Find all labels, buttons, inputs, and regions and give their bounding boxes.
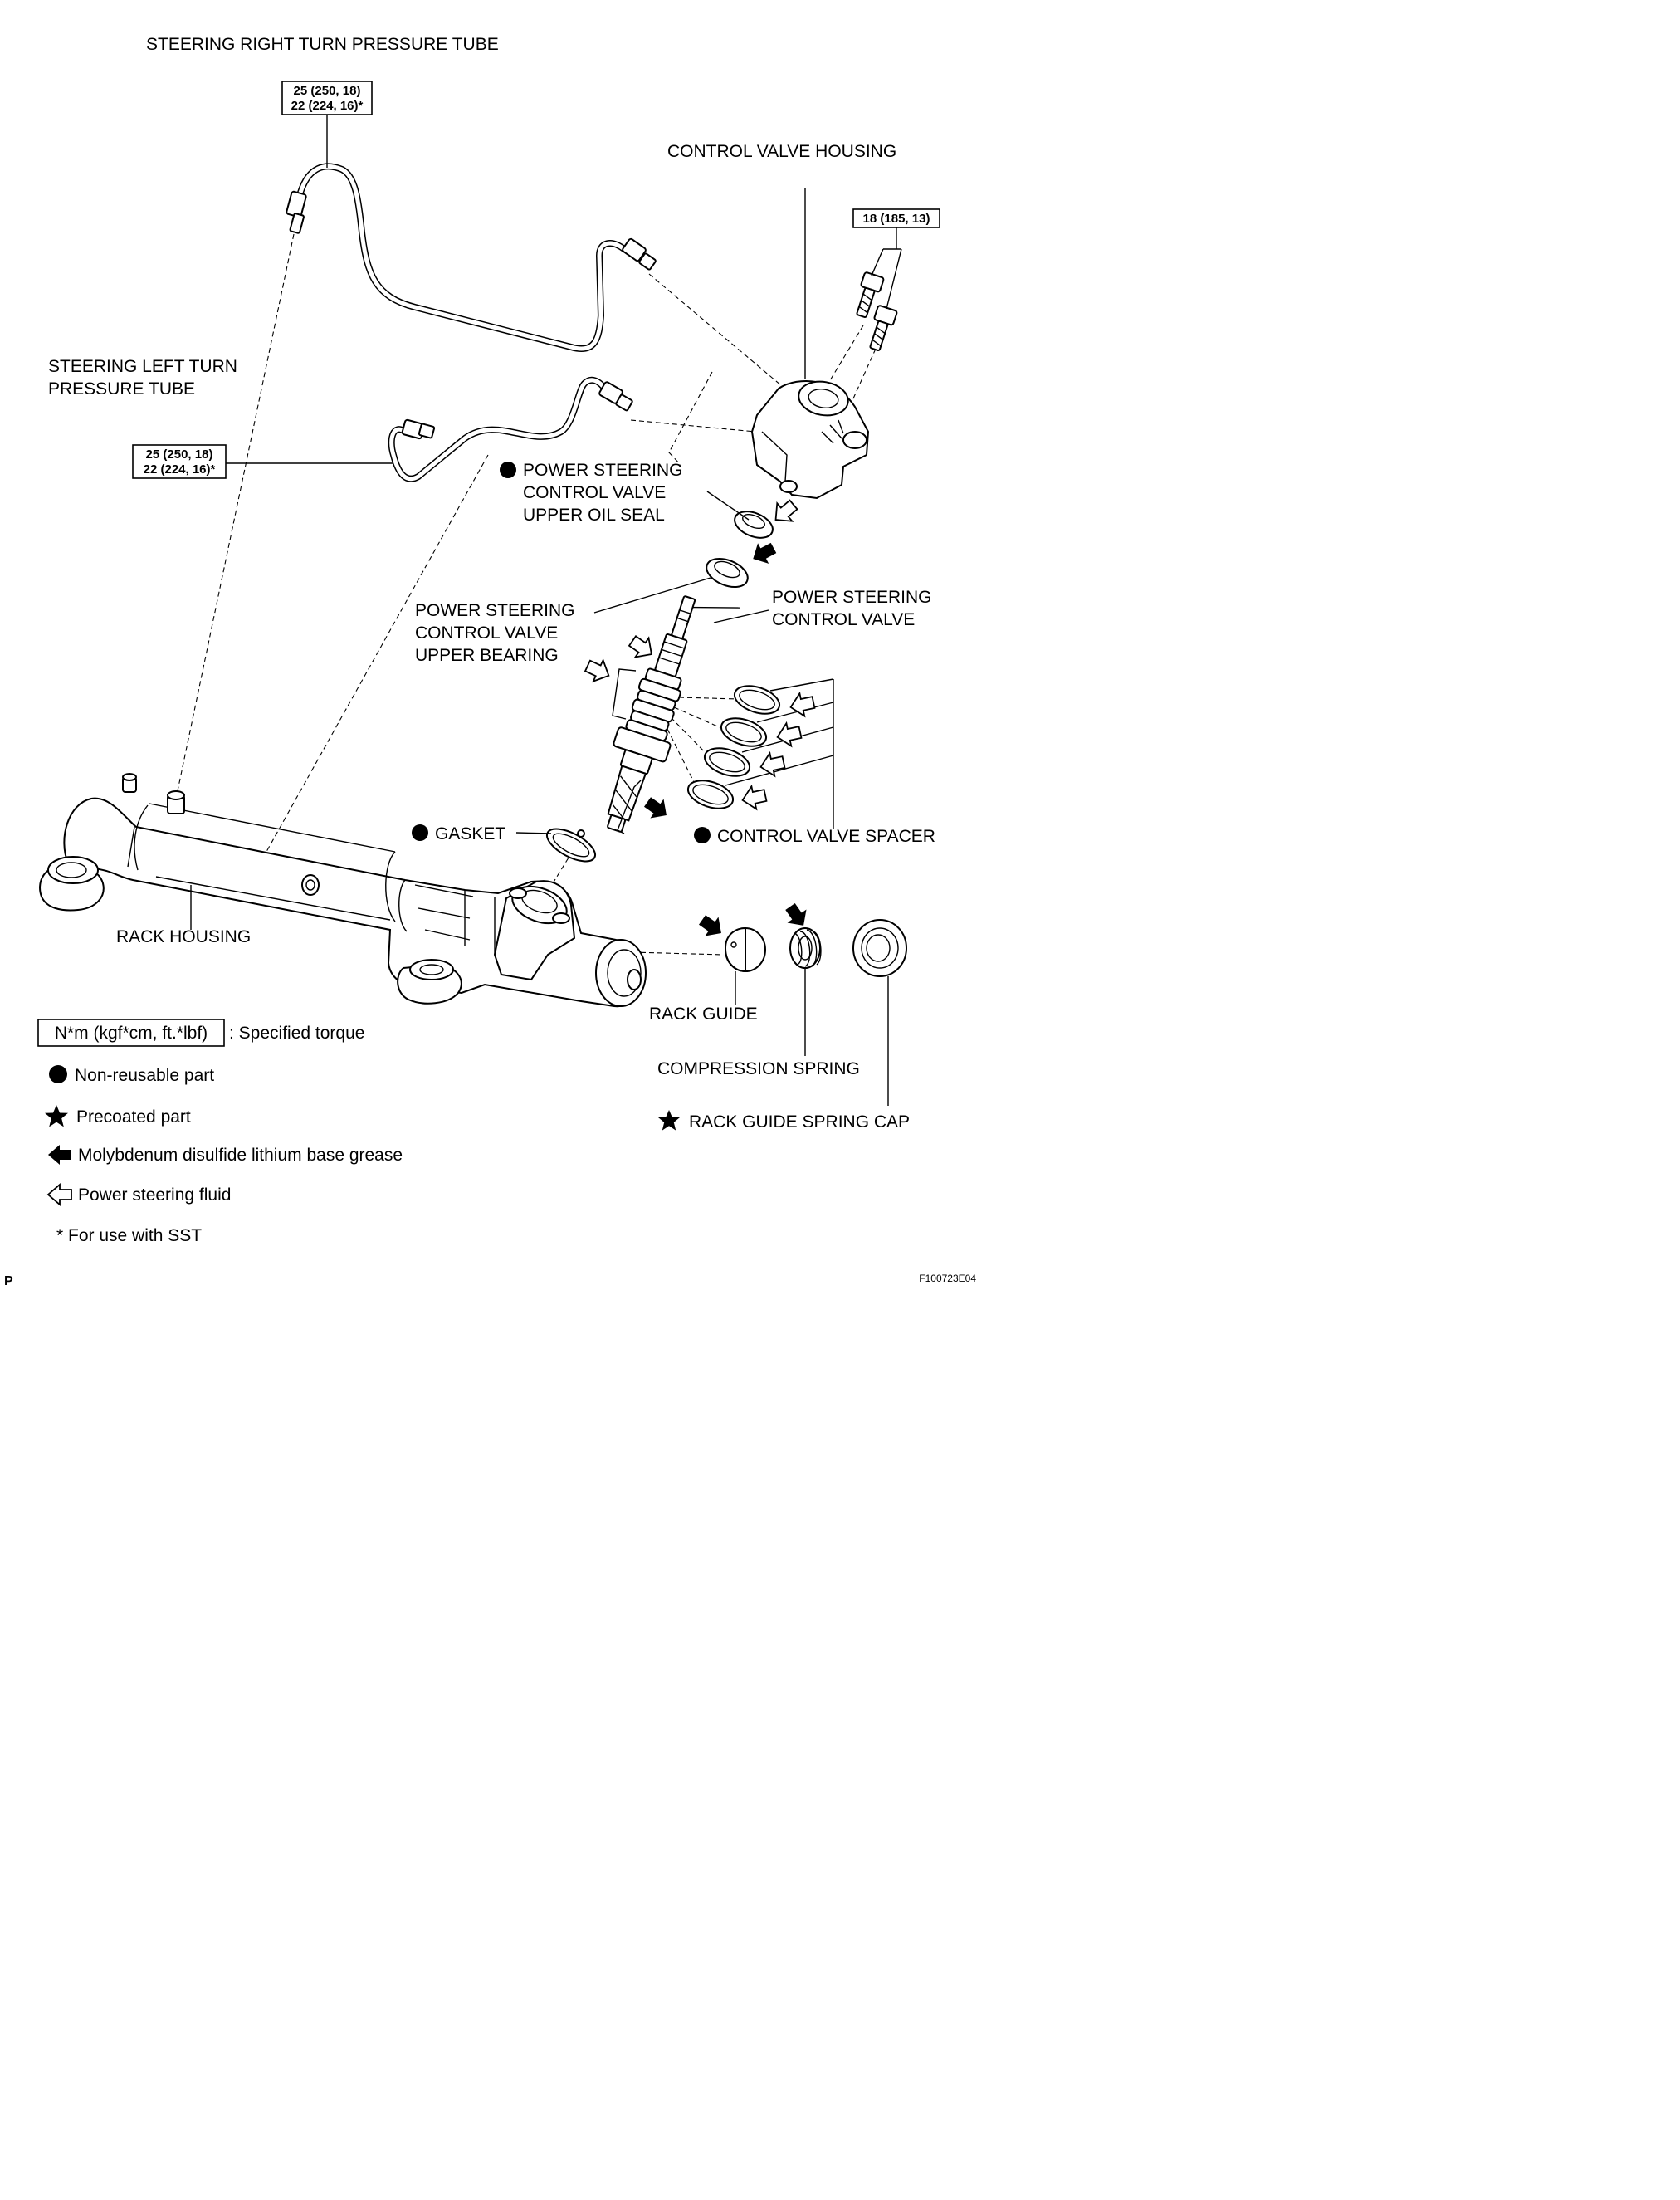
hollow-arrow-icon — [776, 721, 803, 748]
label-gasket: GASKET — [435, 824, 505, 843]
label-upper-bearing-3: UPPER BEARING — [415, 646, 559, 665]
solid-arrow-icon — [753, 542, 777, 564]
left-turn-pressure-tube — [388, 376, 633, 482]
housing-bolt-lower — [869, 305, 898, 352]
star-icon — [45, 1105, 68, 1127]
exploded-view-diagram: 25 (250, 18) 22 (224, 16)* 25 (250, 18) … — [4, 35, 976, 1288]
label-right-tube: STEERING RIGHT TURN PRESSURE TUBE — [146, 35, 499, 54]
svg-text:22 (224, 16)*: 22 (224, 16)* — [291, 99, 364, 113]
solid-arrow-icon — [698, 915, 721, 936]
label-rack-guide: RACK GUIDE — [649, 1005, 758, 1024]
right-turn-pressure-tube — [286, 163, 657, 352]
hollow-arrow-icon — [741, 784, 768, 811]
control-valve-housing — [750, 188, 870, 500]
compression-spring — [789, 927, 822, 1056]
pinion-bracket — [617, 780, 642, 834]
label-rack-guide-spring-cap: RACK GUIDE SPRING CAP — [689, 1112, 910, 1132]
precoated-marker-spring-cap — [658, 1110, 680, 1131]
torque-box-right-tube: 25 (250, 18) 22 (224, 16)* — [281, 81, 373, 168]
rack-guide-spring-cap — [852, 919, 907, 1106]
non-reusable-marker-gasket — [412, 824, 428, 841]
legend-ps-fluid: Power steering fluid — [78, 1186, 231, 1205]
label-upper-oil-seal-3: UPPER OIL SEAL — [523, 506, 665, 525]
torque-box-housing-bolts: 18 (185, 13) — [852, 208, 940, 228]
rack-guide — [724, 926, 766, 1005]
figure-id: F100723E04 — [919, 1273, 976, 1284]
hollow-arrow-icon — [584, 658, 610, 683]
grease-arrow-icons — [643, 542, 807, 936]
fluid-arrow-icons — [584, 499, 816, 811]
power-steering-control-valve — [607, 595, 740, 833]
svg-text:18 (185, 13): 18 (185, 13) — [863, 212, 930, 226]
non-reusable-marker-oil-seal — [500, 462, 516, 478]
legend-moly-grease: Molybdenum disulfide lithium base grease — [78, 1146, 403, 1165]
hollow-arrow-icon — [789, 691, 816, 718]
solid-arrow-icon — [785, 902, 807, 926]
page-prefix: P — [4, 1274, 13, 1288]
solid-arrow-icon — [48, 1145, 71, 1165]
hollow-arrow-icon — [46, 1183, 72, 1206]
legend-precoated: Precoated part — [76, 1107, 191, 1127]
assembly-dashed-lines — [175, 233, 877, 956]
housing-bolt-upper — [856, 271, 885, 319]
non-reusable-marker-spacer — [694, 827, 711, 843]
svg-text:22 (224, 16)*: 22 (224, 16)* — [144, 462, 216, 477]
legend-torque-desc: : Specified torque — [229, 1024, 364, 1043]
label-upper-bearing-2: CONTROL VALVE — [415, 623, 558, 643]
bolt-torque-leader — [871, 226, 902, 310]
label-control-valve-spacer: CONTROL VALVE SPACER — [717, 827, 935, 846]
label-control-valve-housing: CONTROL VALVE HOUSING — [667, 142, 896, 161]
legend-torque-box — [37, 1019, 225, 1047]
upper-oil-seal — [706, 491, 774, 539]
legend-non-reusable: Non-reusable part — [75, 1066, 214, 1085]
label-rack-housing: RACK HOUSING — [116, 927, 251, 946]
hollow-arrow-icon — [774, 499, 798, 522]
upper-bearing — [593, 558, 749, 614]
gasket — [515, 828, 597, 863]
label-left-tube-1: STEERING LEFT TURN — [48, 357, 237, 376]
legend-sst-note: * For use with SST — [56, 1226, 202, 1245]
label-upper-bearing-1: POWER STEERING — [415, 601, 575, 620]
svg-text:25 (250, 18): 25 (250, 18) — [146, 447, 213, 462]
legend-torque-unit: N*m (kgf*cm, ft.*lbf) — [55, 1024, 208, 1043]
torque-box-left-tube: 25 (250, 18) 22 (224, 16)* — [132, 444, 393, 479]
hollow-arrow-icon — [628, 635, 652, 658]
label-upper-oil-seal-1: POWER STEERING — [523, 461, 683, 480]
label-upper-oil-seal-2: CONTROL VALVE — [523, 483, 666, 502]
label-left-tube-2: PRESSURE TUBE — [48, 379, 195, 398]
rack-housing — [39, 773, 647, 1008]
svg-text:25 (250, 18): 25 (250, 18) — [294, 84, 361, 98]
legend: N*m (kgf*cm, ft.*lbf) : Specified torque… — [37, 1019, 403, 1245]
solid-arrow-icon — [643, 797, 667, 819]
label-compression-spring: COMPRESSION SPRING — [657, 1059, 860, 1078]
hollow-arrow-icon — [759, 750, 786, 778]
filled-circle-icon — [49, 1065, 67, 1083]
label-control-valve-2: CONTROL VALVE — [772, 610, 915, 629]
seal-bracket — [612, 668, 637, 720]
control-valve-leader — [713, 609, 769, 623]
label-control-valve-1: POWER STEERING — [772, 588, 932, 607]
